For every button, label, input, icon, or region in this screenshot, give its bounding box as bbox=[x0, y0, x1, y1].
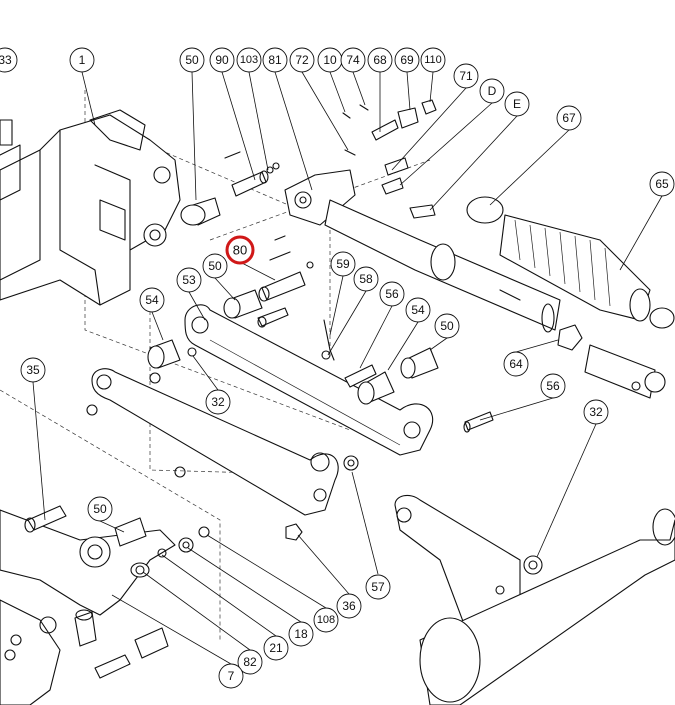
callout-103[interactable]: 103 bbox=[236, 47, 262, 73]
callout-53[interactable]: 53 bbox=[176, 267, 202, 293]
callout-108[interactable]: 108 bbox=[313, 607, 339, 633]
callout-50[interactable]: 50 bbox=[202, 253, 228, 279]
callout-32[interactable]: 32 bbox=[583, 399, 609, 425]
callout-69[interactable]: 69 bbox=[394, 47, 420, 73]
callout-labels: 33 1 50 90 103 81 72 10 74 68 69 110 71 … bbox=[0, 47, 675, 689]
svg-text:50: 50 bbox=[185, 53, 199, 67]
callout-110[interactable]: 110 bbox=[420, 47, 446, 73]
callout-90[interactable]: 90 bbox=[209, 47, 235, 73]
callout-18[interactable]: 18 bbox=[288, 621, 314, 647]
svg-text:58: 58 bbox=[359, 272, 373, 286]
svg-text:E: E bbox=[513, 97, 521, 111]
svg-text:33: 33 bbox=[0, 53, 12, 67]
callout-67[interactable]: 67 bbox=[556, 105, 582, 131]
svg-text:80: 80 bbox=[233, 243, 247, 258]
svg-text:D: D bbox=[488, 84, 497, 98]
svg-text:69: 69 bbox=[400, 53, 414, 67]
callout-54[interactable]: 54 bbox=[139, 287, 165, 313]
svg-text:110: 110 bbox=[424, 54, 442, 66]
callout-10[interactable]: 10 bbox=[317, 47, 343, 73]
svg-text:72: 72 bbox=[295, 53, 309, 67]
callout-36[interactable]: 36 bbox=[336, 593, 362, 619]
callout-64[interactable]: 64 bbox=[503, 351, 529, 377]
svg-text:103: 103 bbox=[240, 54, 258, 66]
svg-text:7: 7 bbox=[228, 669, 235, 683]
svg-text:32: 32 bbox=[211, 395, 225, 409]
callout-21[interactable]: 21 bbox=[263, 635, 289, 661]
callout-71[interactable]: 71 bbox=[453, 63, 479, 89]
svg-text:64: 64 bbox=[509, 357, 523, 371]
callout-68[interactable]: 68 bbox=[367, 47, 393, 73]
part-drawing bbox=[0, 71, 675, 705]
callout-74[interactable]: 74 bbox=[340, 47, 366, 73]
callout-56[interactable]: 56 bbox=[379, 281, 405, 307]
svg-text:82: 82 bbox=[243, 655, 257, 669]
callout-1[interactable]: 1 bbox=[69, 47, 95, 73]
svg-text:18: 18 bbox=[294, 627, 308, 641]
callout-33[interactable]: 33 bbox=[0, 47, 18, 73]
callout-80-highlighted[interactable]: 80 bbox=[225, 235, 255, 265]
svg-text:57: 57 bbox=[371, 580, 385, 594]
svg-text:68: 68 bbox=[373, 53, 387, 67]
callout-72[interactable]: 72 bbox=[289, 47, 315, 73]
svg-text:50: 50 bbox=[208, 259, 222, 273]
svg-text:50: 50 bbox=[440, 319, 454, 333]
callout-65[interactable]: 65 bbox=[649, 171, 675, 197]
svg-text:59: 59 bbox=[336, 257, 350, 271]
svg-text:50: 50 bbox=[93, 502, 107, 516]
svg-text:54: 54 bbox=[411, 303, 425, 317]
svg-text:56: 56 bbox=[546, 379, 560, 393]
svg-text:10: 10 bbox=[323, 53, 337, 67]
svg-text:56: 56 bbox=[385, 287, 399, 301]
svg-text:53: 53 bbox=[182, 273, 196, 287]
svg-text:21: 21 bbox=[269, 641, 283, 655]
svg-text:35: 35 bbox=[26, 363, 40, 377]
callout-35[interactable]: 35 bbox=[20, 357, 46, 383]
svg-text:54: 54 bbox=[145, 293, 159, 307]
callout-54[interactable]: 54 bbox=[405, 297, 431, 323]
callout-57[interactable]: 57 bbox=[365, 574, 391, 600]
svg-text:108: 108 bbox=[317, 614, 335, 626]
callout-50[interactable]: 50 bbox=[87, 496, 113, 522]
svg-text:67: 67 bbox=[562, 111, 576, 125]
svg-text:81: 81 bbox=[268, 53, 282, 67]
svg-text:74: 74 bbox=[346, 53, 360, 67]
callout-32[interactable]: 32 bbox=[205, 389, 231, 415]
callout-E[interactable]: E bbox=[504, 91, 530, 117]
callout-59[interactable]: 59 bbox=[330, 251, 356, 277]
callout-50[interactable]: 50 bbox=[179, 47, 205, 73]
callout-82[interactable]: 82 bbox=[237, 649, 263, 675]
svg-text:32: 32 bbox=[589, 405, 603, 419]
callout-56[interactable]: 56 bbox=[540, 373, 566, 399]
callout-7[interactable]: 7 bbox=[218, 663, 244, 689]
callout-58[interactable]: 58 bbox=[353, 266, 379, 292]
svg-text:90: 90 bbox=[215, 53, 229, 67]
svg-text:36: 36 bbox=[342, 599, 356, 613]
callout-81[interactable]: 81 bbox=[262, 47, 288, 73]
svg-text:1: 1 bbox=[79, 53, 86, 67]
svg-text:71: 71 bbox=[459, 69, 473, 83]
callout-50[interactable]: 50 bbox=[434, 313, 460, 339]
svg-text:65: 65 bbox=[655, 177, 669, 191]
callout-D[interactable]: D bbox=[479, 78, 505, 104]
